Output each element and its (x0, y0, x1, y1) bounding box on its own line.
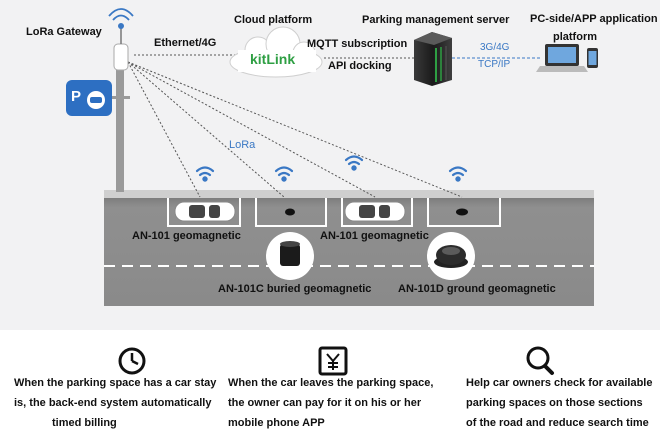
wifi-icon (274, 166, 294, 182)
mqtt-label: MQTT subscription (307, 38, 408, 50)
wifi-icon (344, 155, 364, 171)
an101d-label: AN-101D ground geomagnetic (398, 283, 556, 295)
parking-sign-icon: P (66, 80, 112, 116)
parking-bays (167, 198, 501, 227)
lora-label: LoRa (229, 139, 256, 151)
an101c-device (266, 232, 314, 280)
server-icon (414, 32, 452, 86)
feature-line: mobile phone APP (228, 417, 325, 429)
sensor-dot-icon (285, 208, 295, 216)
feature-line: timed billing (52, 417, 117, 429)
clock-icon (118, 347, 146, 375)
ethernet-label: Ethernet/4G (154, 37, 217, 49)
feature-line: Help car owners check for available (466, 377, 653, 389)
cloud-platform-label: Cloud platform (234, 14, 313, 26)
client-label-line1: PC-side/APP application (530, 13, 658, 25)
an101-right-label: AN-101 geomagnetic (320, 230, 429, 242)
payment-icon (318, 346, 348, 376)
an101-left-label: AN-101 geomagnetic (132, 230, 241, 242)
server-label: Parking management server (362, 14, 510, 26)
feature-line: is, the back-end system automatically (14, 397, 212, 409)
feature-line: the owner can pay for it on his or her (228, 397, 422, 409)
lora-links (127, 61, 463, 198)
wifi-icon (448, 166, 468, 182)
feature-payment-text: When the car leaves the parking space, t… (228, 373, 433, 433)
gateway-pole (110, 70, 130, 192)
feature-search-text: Help car owners check for available park… (466, 373, 652, 433)
feature-line: of the road and reduce search time (466, 417, 649, 429)
cloud-logo: kitLink (250, 51, 296, 67)
search-icon (526, 346, 554, 375)
cloud-icon (229, 26, 323, 78)
parked-car-right (344, 201, 406, 222)
lora-gateway-icon (108, 8, 134, 71)
wifi-icon (195, 166, 215, 182)
gateway-label: LoRa Gateway (26, 26, 102, 38)
sensor-dot-icon (456, 208, 468, 216)
an101d-device (427, 232, 475, 280)
api-label: API docking (328, 60, 392, 72)
an101c-label: AN-101C buried geomagnetic (218, 283, 372, 295)
parked-car-left (174, 201, 236, 222)
phone-icon (587, 48, 598, 68)
feature-line: When the parking space has a car stay (14, 377, 217, 389)
svg-text:P: P (71, 88, 81, 105)
cellular-label: 3G/4G (480, 42, 510, 53)
tcpip-label: TCP/IP (478, 59, 511, 70)
client-label-line2: platform (553, 31, 597, 43)
laptop-icon (536, 44, 588, 72)
feature-billing-text: When the parking space has a car stay is… (14, 373, 216, 433)
feature-line: parking spaces on those sections (466, 397, 643, 409)
feature-line: When the car leaves the parking space, (228, 377, 434, 389)
